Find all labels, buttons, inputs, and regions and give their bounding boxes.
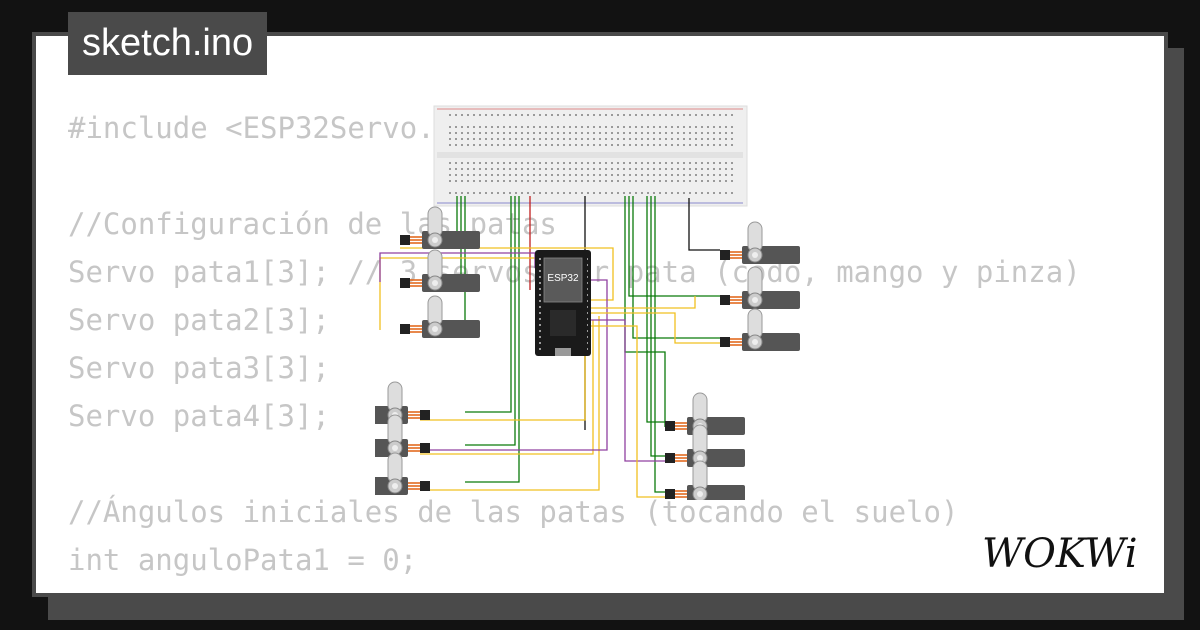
servo-motor <box>399 249 481 293</box>
servo-motor <box>719 266 801 310</box>
code-line: int anguloPata2 = 180; <box>68 584 1081 593</box>
code-line: //Configuración de las patas <box>68 207 557 241</box>
code-line: Servo pata4[3]; <box>68 399 330 433</box>
breadboard <box>433 105 748 207</box>
servo-motor <box>719 221 801 265</box>
code-line: Servo pata1[3]; // 3 servos por pata (co… <box>68 255 1081 289</box>
code-line: //Ángulos iniciales de las patas (tocand… <box>68 495 959 529</box>
sketch-title-tab: sketch.ino <box>68 12 268 75</box>
wokwi-logo-text: WOKWi <box>982 531 1138 577</box>
servo-motor <box>399 295 481 339</box>
circuit-diagram: ESP32 <box>375 105 801 500</box>
servo-motor <box>375 452 431 496</box>
servo-motor <box>375 381 431 425</box>
code-line: Servo pata3[3]; <box>68 351 330 385</box>
esp32-board: ESP32 <box>535 250 591 356</box>
servo-motor <box>719 308 801 352</box>
code-line: int anguloPata1 = 0; <box>68 543 418 577</box>
code-line: Servo pata2[3]; <box>68 303 330 337</box>
servo-motor <box>399 206 481 250</box>
code-line: #include <ESP32Servo.h> <box>68 111 470 145</box>
esp32-label: ESP32 <box>547 273 579 284</box>
wokwi-logo: WOKWi <box>982 531 1138 577</box>
wires <box>379 196 720 498</box>
code-preview: #include <ESP32Servo.h> //Configuración d… <box>68 104 1081 593</box>
